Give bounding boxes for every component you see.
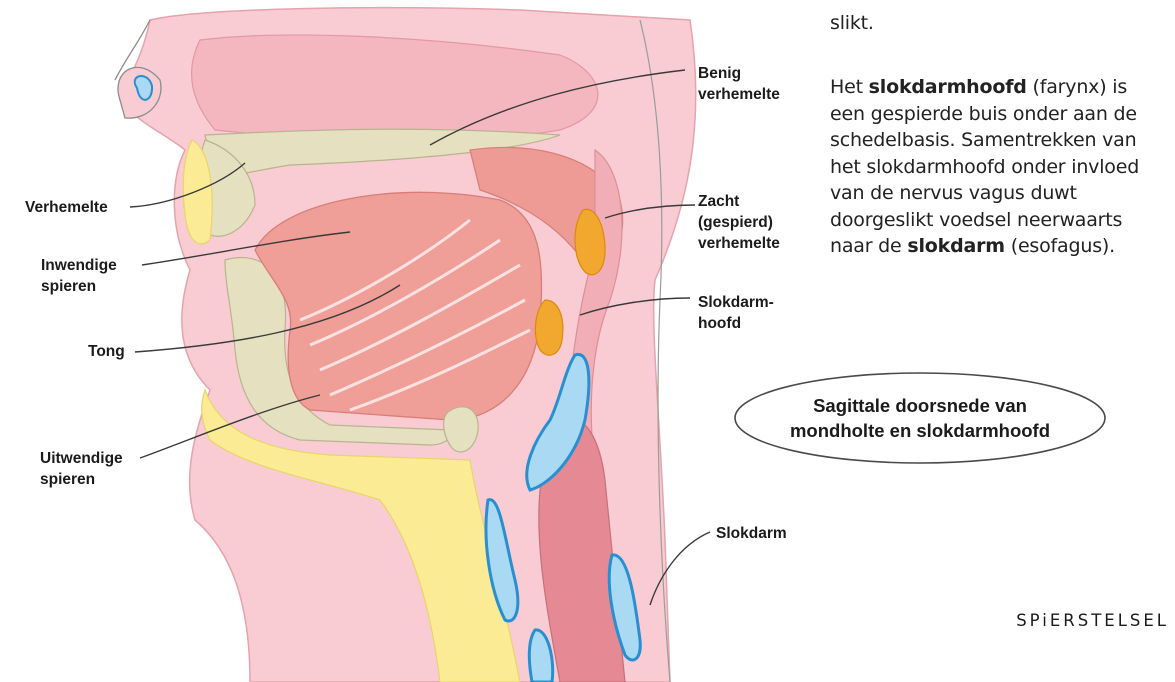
tongue-muscle xyxy=(255,192,542,420)
palatine-tonsil xyxy=(535,300,562,355)
label-inwendige-spieren: Inwendige spieren xyxy=(41,255,117,297)
label-slokdarmhoofd: Slokdarm- hoofd xyxy=(698,292,774,334)
label-benig-verhemelte: Benig verhemelte xyxy=(698,63,780,105)
paragraph-part-2: (farynx) is een gespierde buis onder aan… xyxy=(830,76,1139,257)
paragraph-part-3: (esofagus). xyxy=(1005,235,1115,257)
label-zacht-verhemelte: Zacht (gespierd) verhemelte xyxy=(698,191,780,254)
chapter-tag: SPiERSTELSEL xyxy=(1016,611,1169,630)
term-slokdarmhoofd: slokdarmhoofd xyxy=(869,76,1027,98)
label-slokdarm: Slokdarm xyxy=(716,523,787,544)
pharynx-paragraph: Het slokdarmhoofd (farynx) is een gespie… xyxy=(830,74,1165,260)
label-uitwendige-spieren: Uitwendige spieren xyxy=(40,448,123,490)
paragraph-part-1: Het xyxy=(830,76,869,98)
label-tong: Tong xyxy=(88,341,125,362)
term-slokdarm: slokdarm xyxy=(907,235,1005,257)
diagram-caption: Sagittale doorsnede van mondholte en slo… xyxy=(734,376,1106,460)
intro-tail-text: slikt. xyxy=(830,10,874,37)
label-verhemelte: Verhemelte xyxy=(25,197,108,218)
